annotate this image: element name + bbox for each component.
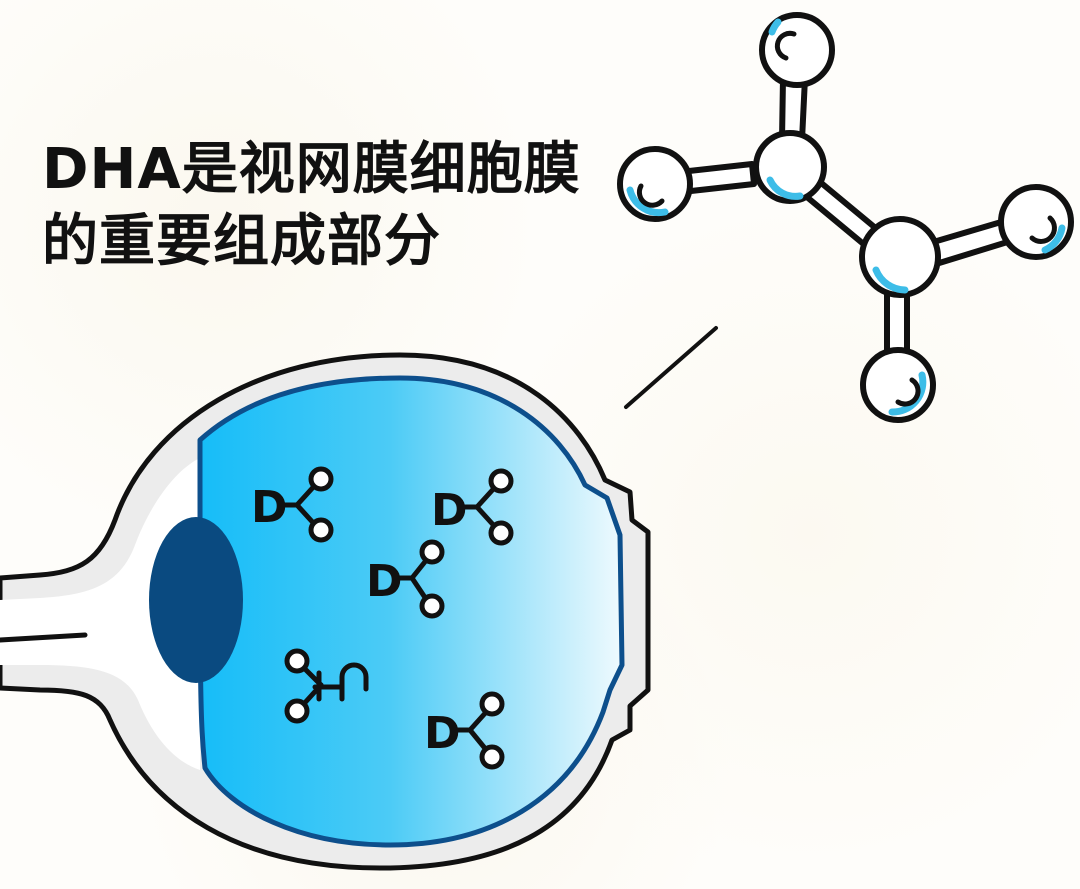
headline: DHA是视网膜细胞膜 的重要组成部分 [42, 134, 581, 278]
dha-molecule-icon [458, 468, 514, 546]
dha-molecule-icon [393, 539, 445, 619]
vitreous [197, 375, 625, 848]
optic-nerve [0, 458, 200, 770]
dha-molecule-icon [278, 466, 334, 543]
pointer-line [624, 326, 718, 409]
lens [149, 517, 243, 683]
svg-text:D: D [251, 482, 288, 533]
large-molecule-icon [617, 12, 1074, 423]
dha-molecule-icon [284, 648, 369, 724]
headline-line-1: DHA是视网膜细胞膜 [42, 137, 581, 202]
eye-icon [0, 352, 651, 871]
dha-molecule-labels: D D D D [251, 482, 468, 759]
svg-text:D: D [431, 485, 468, 536]
svg-text:D: D [366, 556, 403, 607]
headline-line-2: 的重要组成部分 [42, 209, 441, 274]
nerve-line [0, 632, 88, 643]
atom-inner-marks [636, 30, 1057, 407]
svg-text:D: D [424, 708, 461, 759]
dha-molecule-icon [451, 691, 505, 770]
atom-highlights [626, 18, 1066, 416]
dha-molecules [278, 466, 514, 770]
